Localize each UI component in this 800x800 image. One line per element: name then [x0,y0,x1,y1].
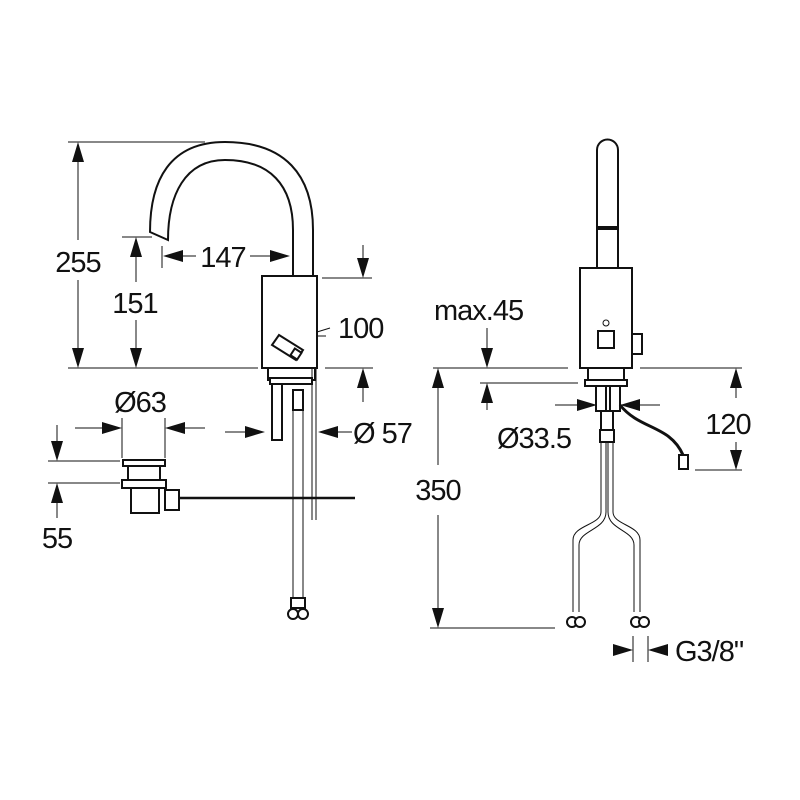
label-55: 55 [42,523,72,555]
dimension-max-45: max.45 [433,295,578,410]
dimension-diameter-33-5: Ø33.5 [497,399,660,455]
label-350: 350 [415,475,460,507]
label-151: 151 [112,288,157,320]
dimension-g3-8: G3/8" [613,636,745,668]
dimension-120: 120 [640,367,752,471]
label-diameter-63: Ø63 [114,387,166,419]
dimension-diameter-57: Ø 57 [225,418,413,450]
label-100: 100 [338,313,383,345]
side-view-faucet [148,140,331,620]
label-g3-8: G3/8" [675,636,744,668]
dimension-55: 55 [42,425,120,555]
dimension-151: 151 [112,236,159,368]
label-147: 147 [200,242,245,274]
dimension-147: 147 [161,242,290,274]
dimension-350: 350 [415,368,555,629]
dimension-diameter-63: Ø63 [75,387,205,458]
label-diameter-57: Ø 57 [353,418,412,450]
label-120: 120 [705,409,750,441]
dimension-255: 255 [55,141,258,369]
dimension-100: 100 [322,245,384,402]
drain-valve [121,459,355,514]
label-255: 255 [55,247,100,279]
label-diameter-33-5: Ø33.5 [497,423,571,455]
front-view-faucet [566,138,689,628]
label-max-45: max.45 [434,295,523,327]
